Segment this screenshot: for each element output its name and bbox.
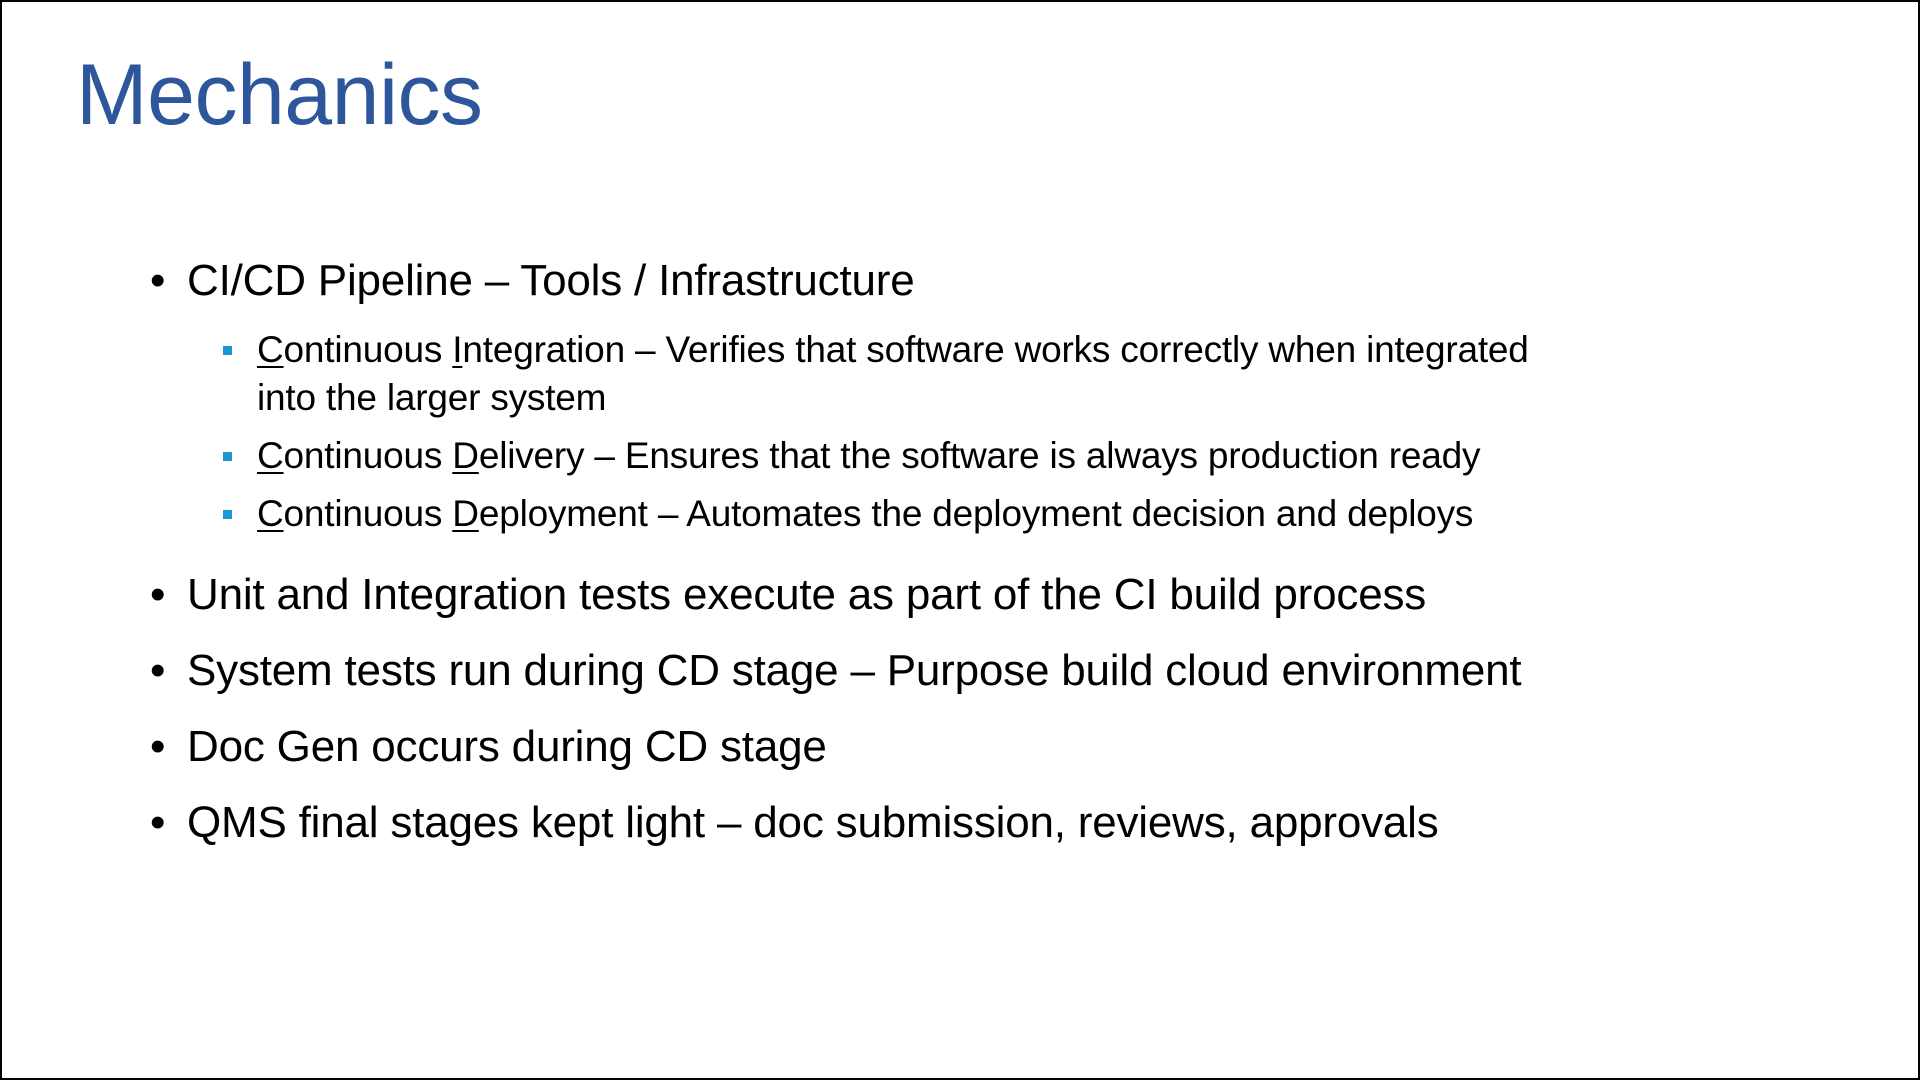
bullet-text: QMS final stages kept light – doc submis…: [187, 798, 1439, 847]
square-bullet-icon: [223, 510, 232, 519]
term-description: – Ensures that the software is always pr…: [584, 435, 1481, 476]
bullet-glyph: •: [150, 798, 166, 847]
acronym-letter: C: [257, 435, 284, 476]
acronym-letter: C: [257, 329, 284, 370]
term-description: – Automates the deployment decision and …: [647, 493, 1474, 534]
acronym-letter: I: [452, 329, 463, 370]
term-part: ntegration: [462, 329, 625, 370]
slide-title: Mechanics: [76, 47, 483, 143]
square-bullet-icon: [223, 452, 232, 461]
acronym-letter: D: [452, 493, 479, 534]
bullet-glyph: •: [150, 570, 166, 619]
sub-bullet-text: Continuous Integration – Verifies that s…: [257, 329, 1529, 418]
sub-bullet-item: Continuous Deployment – Automates the de…: [223, 490, 1587, 538]
term-part: ontinuous: [283, 493, 453, 534]
term-part: eployment: [478, 493, 648, 534]
bullet-item: • Doc Gen occurs during CD stage: [150, 718, 1850, 776]
bullet-text: CI/CD Pipeline – Tools / Infrastructure: [187, 256, 915, 305]
sub-bullet-text: Continuous Deployment – Automates the de…: [257, 493, 1473, 534]
sub-bullet-text: Continuous Delivery – Ensures that the s…: [257, 435, 1481, 476]
term-part: ontinuous: [283, 435, 453, 476]
bullet-item: • CI/CD Pipeline – Tools / Infrastructur…: [150, 252, 1850, 310]
bullet-item: • System tests run during CD stage – Pur…: [150, 642, 1850, 700]
acronym-letter: C: [257, 493, 284, 534]
sub-bullet-list: Continuous Integration – Verifies that s…: [150, 326, 1850, 538]
bullet-text: Unit and Integration tests execute as pa…: [187, 570, 1427, 619]
term-part: ontinuous: [283, 329, 453, 370]
bullet-text: System tests run during CD stage – Purpo…: [187, 646, 1522, 695]
bullet-item: • QMS final stages kept light – doc subm…: [150, 794, 1850, 852]
term-description: – Verifies that software works correctly…: [257, 329, 1529, 418]
bullet-text: Doc Gen occurs during CD stage: [187, 722, 827, 771]
bullet-glyph: •: [150, 646, 166, 695]
acronym-letter: D: [452, 435, 479, 476]
bullet-list: • CI/CD Pipeline – Tools / Infrastructur…: [150, 252, 1850, 870]
square-bullet-icon: [223, 346, 232, 355]
bullet-glyph: •: [150, 722, 166, 771]
sub-bullet-item: Continuous Delivery – Ensures that the s…: [223, 432, 1587, 480]
bullet-glyph: •: [150, 256, 166, 305]
bullet-item: • Unit and Integration tests execute as …: [150, 566, 1850, 624]
sub-bullet-item: Continuous Integration – Verifies that s…: [223, 326, 1587, 422]
term-part: elivery: [478, 435, 585, 476]
